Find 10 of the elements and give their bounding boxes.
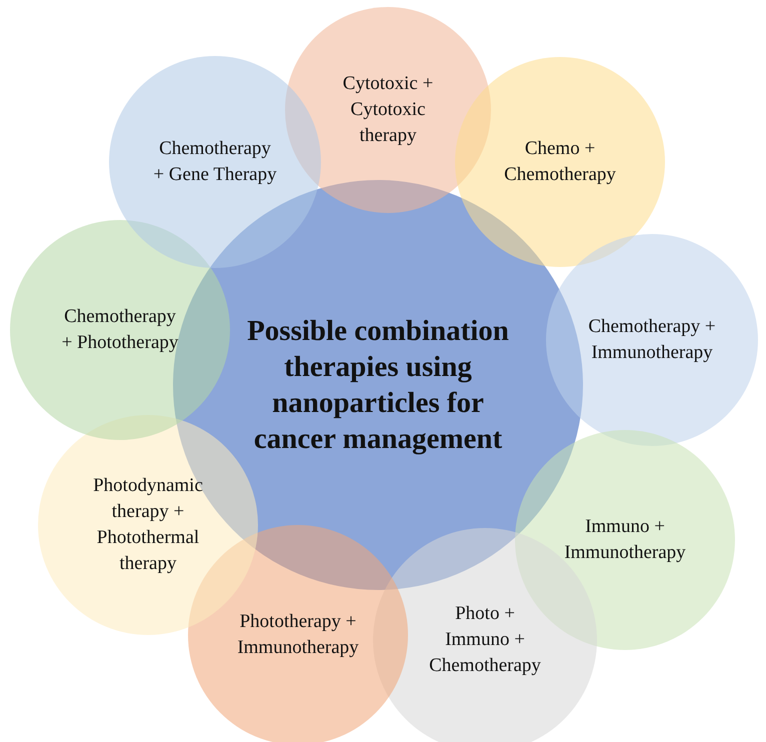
therapy-label: Chemotherapy + Immunotherapy [587,315,717,365]
central-title: Possible combination therapies using nanoparticles for cancer management [246,314,510,457]
therapy-label: Chemotherapy + Phototherapy [60,305,180,355]
therapy-label: Phototherapy + Immunotherapy [236,610,360,660]
therapy-label: Photo + Immuno + Chemotherapy [428,602,542,678]
therapy-label: Cytotoxic + Cytotoxic therapy [342,72,434,148]
therapy-label: Chemo + Chemotherapy [503,137,617,187]
therapy-label: Immuno + Immunotherapy [563,515,687,565]
therapy-label: Chemotherapy + Gene Therapy [152,137,278,187]
therapy-label: Photodynamic therapy + Photothermal therapy [92,474,204,576]
